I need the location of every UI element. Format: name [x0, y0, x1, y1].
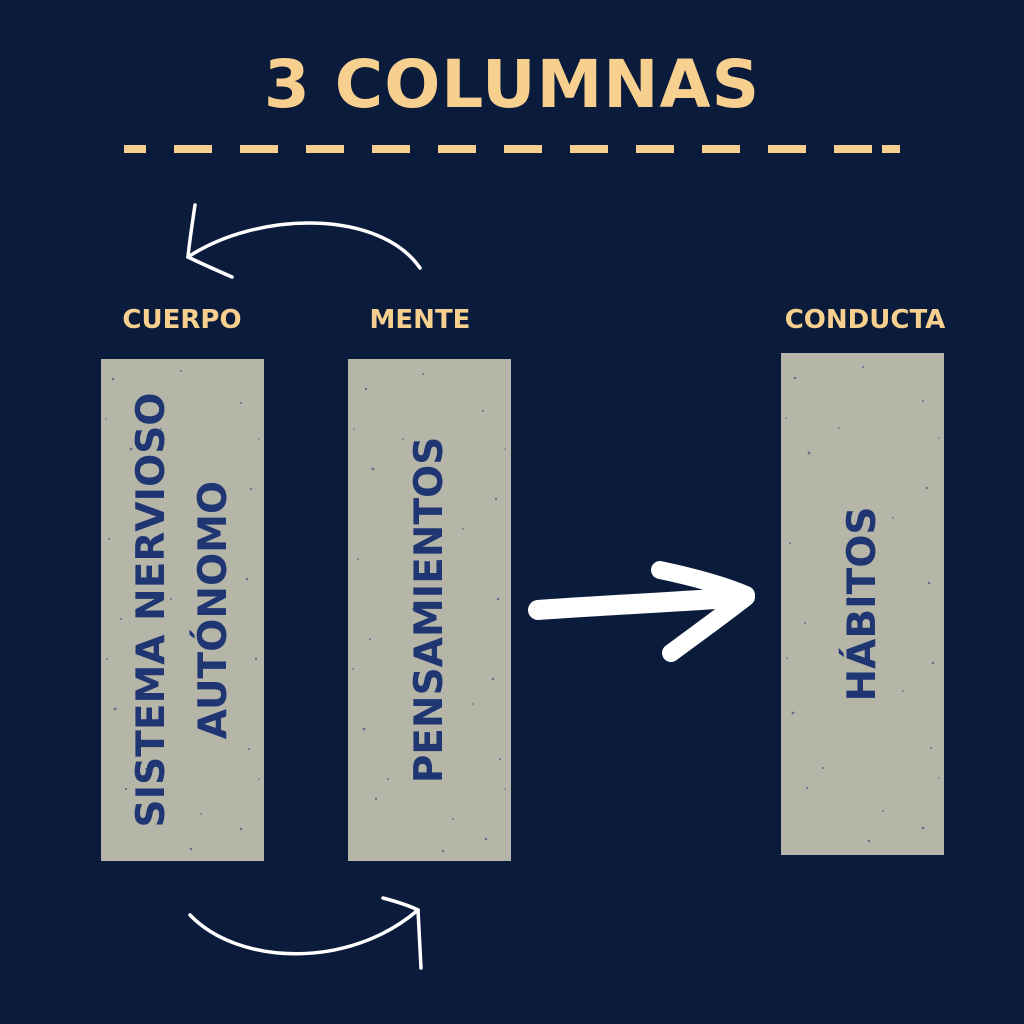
speckle-texture: [105, 370, 260, 851]
curved-arrow-left-icon: [186, 203, 422, 279]
column-label-mente: MENTE: [369, 305, 471, 335]
column-label-cuerpo: CUERPO: [122, 305, 242, 335]
column-text-mente: PENSAMIENTOS: [399, 437, 461, 784]
speckle-texture: [785, 366, 940, 843]
curved-arrow-right-icon: [188, 896, 423, 970]
dashed-divider: [124, 145, 900, 153]
page-title: 3 COLUMNAS: [263, 46, 761, 123]
column-text-line: AUTÓNOMO: [190, 480, 236, 740]
column-text-line: PENSAMIENTOS: [406, 436, 452, 784]
column-text-conducta: HÁBITOS: [832, 507, 894, 702]
column-text-line: SISTEMA NERVIOSO: [128, 392, 174, 828]
arrow-right-icon: [528, 561, 755, 662]
column-text-cuerpo: SISTEMA NERVIOSO AUTÓNOMO: [121, 393, 245, 828]
column-mente: PENSAMIENTOS: [348, 359, 511, 861]
column-conducta: HÁBITOS: [781, 353, 944, 855]
column-label-conducta: CONDUCTA: [784, 305, 946, 335]
speckle-texture: [352, 373, 506, 853]
column-cuerpo: SISTEMA NERVIOSO AUTÓNOMO: [101, 359, 264, 861]
column-text-line: HÁBITOS: [839, 506, 885, 702]
